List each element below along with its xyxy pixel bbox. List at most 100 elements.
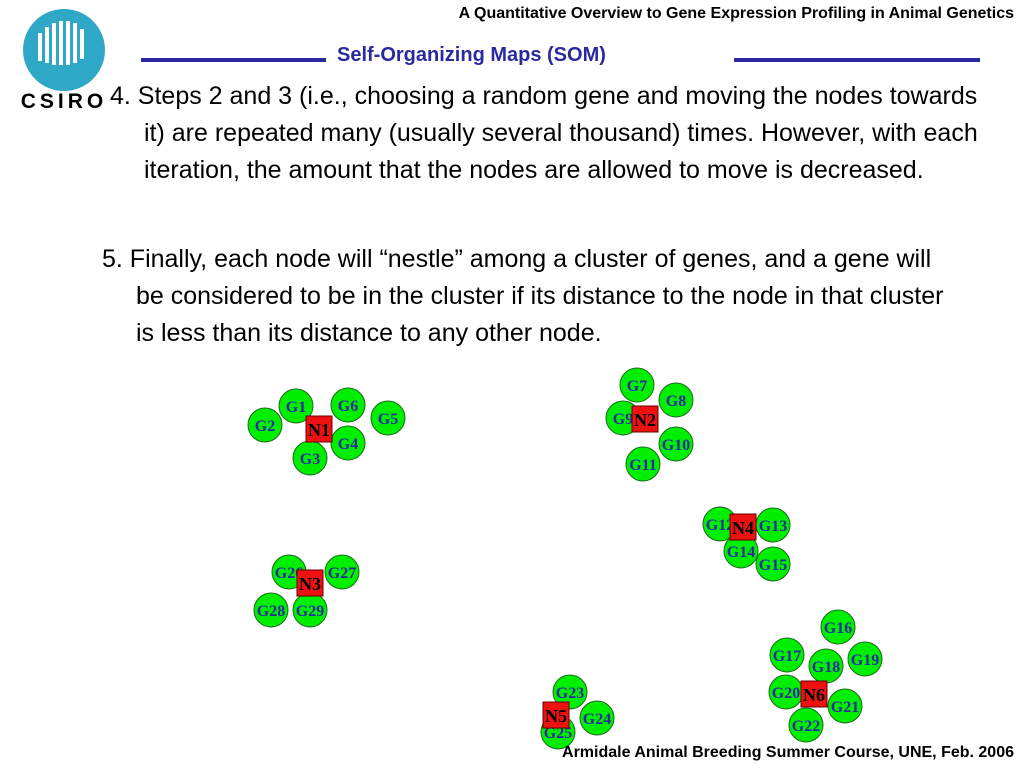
section-title: Self-Organizing Maps (SOM) <box>337 44 606 66</box>
node-square <box>305 415 333 443</box>
gene-label: G23 <box>556 685 584 702</box>
gene-g27: G27 <box>324 554 360 590</box>
node-n5: N5 <box>542 701 570 729</box>
gene-circle <box>820 609 856 645</box>
gene-label: G9 <box>613 411 633 428</box>
gene-circle <box>278 388 314 424</box>
gene-circle <box>755 546 791 582</box>
gene-circle <box>658 426 694 462</box>
node-square <box>296 569 324 597</box>
gene-g12: G12 <box>702 506 738 542</box>
gene-circle <box>579 700 615 736</box>
gene-circle <box>769 637 805 673</box>
gene-g19: G19 <box>847 641 883 677</box>
node-square <box>729 513 757 541</box>
gene-g10: G10 <box>658 426 694 462</box>
node-n3: N3 <box>296 569 324 597</box>
gene-g21: G21 <box>827 688 863 724</box>
logo-text: CSIRO <box>21 90 108 113</box>
gene-circle <box>625 446 661 482</box>
gene-label: G22 <box>792 718 820 735</box>
gene-label: G3 <box>300 451 320 468</box>
gene-label: G18 <box>812 659 840 676</box>
gene-g16: G16 <box>820 609 856 645</box>
gene-g13: G13 <box>755 507 791 543</box>
gene-g5: G5 <box>370 400 406 436</box>
node-label: N3 <box>299 574 321 594</box>
title-rule-left <box>141 58 326 62</box>
gene-g1: G1 <box>278 388 314 424</box>
gene-label: G13 <box>759 518 787 535</box>
title-rule-right <box>734 58 980 62</box>
gene-label: G25 <box>544 725 572 742</box>
gene-label: G28 <box>257 603 285 620</box>
gene-circle <box>330 425 366 461</box>
gene-label: G14 <box>727 544 755 561</box>
paragraph-step-5: 5. Finally, each node will “nestle” amon… <box>102 245 944 347</box>
gene-label: G16 <box>824 620 852 637</box>
gene-label: G17 <box>773 648 801 665</box>
gene-label: G27 <box>328 565 356 582</box>
gene-circle <box>247 407 283 443</box>
gene-g20: G20 <box>768 674 804 710</box>
gene-label: G29 <box>296 603 324 620</box>
gene-label: G24 <box>583 711 611 728</box>
gene-label: G19 <box>851 652 879 669</box>
node-n4: N4 <box>729 513 757 541</box>
gene-label: G1 <box>286 399 306 416</box>
gene-circle <box>847 641 883 677</box>
gene-g8: G8 <box>658 382 694 418</box>
node-label: N6 <box>803 685 825 705</box>
paragraph-step-4: 4. Steps 2 and 3 (i.e., choosing a rando… <box>110 82 978 184</box>
gene-g7: G7 <box>619 367 655 403</box>
gene-circle <box>253 592 289 628</box>
gene-label: G2 <box>255 418 275 435</box>
gene-g6: G6 <box>330 387 366 423</box>
gene-label: G20 <box>772 685 800 702</box>
gene-label: G7 <box>627 378 647 395</box>
gene-circle <box>324 554 360 590</box>
gene-circle <box>370 400 406 436</box>
gene-g14: G14 <box>723 533 759 569</box>
gene-g22: G22 <box>788 707 824 743</box>
gene-circle <box>552 674 588 710</box>
presentation-title: A Quantitative Overview to Gene Expressi… <box>458 5 1014 22</box>
gene-g17: G17 <box>769 637 805 673</box>
node-label: N1 <box>308 420 330 440</box>
gene-label: G10 <box>662 437 690 454</box>
gene-circle <box>788 707 824 743</box>
gene-label: G8 <box>666 393 686 410</box>
node-label: N5 <box>545 706 567 726</box>
node-n1: N1 <box>305 415 333 443</box>
gene-circle <box>827 688 863 724</box>
gene-g2: G2 <box>247 407 283 443</box>
course-footer: Armidale Animal Breeding Summer Course, … <box>562 744 1014 761</box>
gene-g11: G11 <box>625 446 661 482</box>
node-square <box>800 680 828 708</box>
gene-g24: G24 <box>579 700 615 736</box>
gene-g23: G23 <box>552 674 588 710</box>
gene-label: G4 <box>338 436 358 453</box>
gene-g4: G4 <box>330 425 366 461</box>
gene-g3: G3 <box>292 440 328 476</box>
gene-label: G15 <box>759 557 787 574</box>
gene-label: G11 <box>629 457 657 474</box>
gene-g18: G18 <box>808 648 844 684</box>
gene-label: G26 <box>275 565 303 582</box>
gene-label: G6 <box>338 398 358 415</box>
gene-label: G5 <box>378 411 398 428</box>
gene-label: G21 <box>831 699 859 716</box>
node-square <box>542 701 570 729</box>
gene-label: G12 <box>706 517 734 534</box>
csiro-logo: CSIRO <box>21 9 108 113</box>
gene-circle <box>619 367 655 403</box>
gene-g29: G29 <box>292 592 328 628</box>
gene-g15: G15 <box>755 546 791 582</box>
gene-circle <box>658 382 694 418</box>
